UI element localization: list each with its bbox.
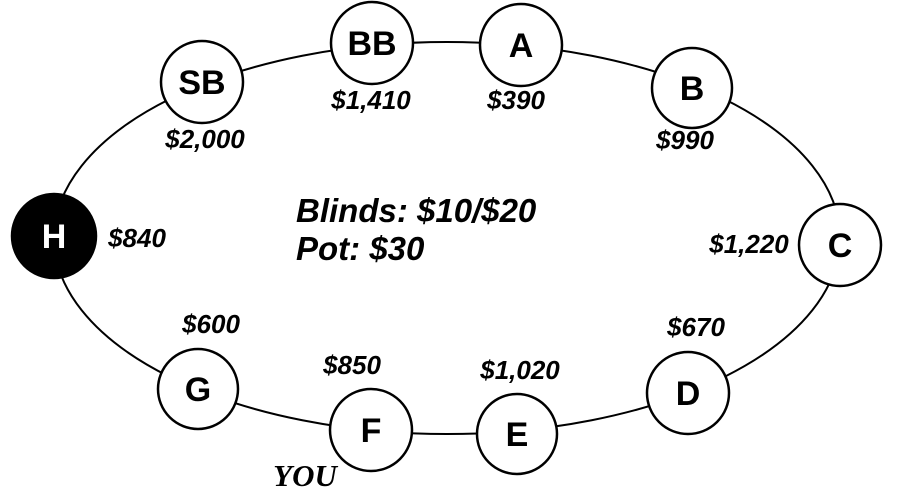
seat-A-label: A [509, 27, 534, 65]
seat-C-label: C [828, 227, 853, 265]
seat-G-label: G [185, 371, 211, 409]
seat-A: A $390 [478, 2, 564, 115]
seat-BB-label: BB [347, 25, 396, 63]
seat-H-circle [10, 192, 98, 280]
seat-C-stack: $1,220 [708, 229, 789, 259]
seat-F-stack: $850 [322, 350, 381, 380]
seat-E-stack: $1,020 [479, 355, 560, 385]
seat-G-circle [156, 347, 240, 431]
seat-D-stack: $670 [666, 312, 725, 342]
seat-SB-stack: $2,000 [164, 124, 245, 154]
seat-D-circle [645, 350, 731, 436]
seat-G: G $600 [156, 309, 240, 431]
seat-E-label: E [506, 416, 529, 454]
seat-B-stack: $990 [655, 125, 714, 155]
seat-E-circle [475, 392, 559, 476]
seat-B: B $990 [650, 46, 734, 155]
seat-BB: BB $1,410 [329, 0, 415, 115]
seat-H-label: H [42, 218, 67, 256]
seat-D: D $670 [645, 312, 731, 436]
seat-E: E $1,020 [475, 355, 560, 476]
seat-G-stack: $600 [181, 309, 240, 339]
seat-F-label: F [361, 412, 382, 450]
seat-A-circle [478, 2, 564, 88]
blinds-text: Blinds: $10/$20 [296, 192, 537, 229]
seat-C: C $1,220 [708, 202, 883, 288]
seat-H: H $840 [10, 192, 166, 280]
seat-B-circle [650, 46, 734, 130]
seat-A-stack: $390 [486, 85, 545, 115]
seat-SB-circle [159, 39, 245, 125]
seat-H-stack: $840 [107, 223, 166, 253]
seat-F-circle [328, 387, 414, 473]
seat-C-circle [797, 202, 883, 288]
seat-BB-stack: $1,410 [330, 85, 411, 115]
seat-F: F $850 [322, 350, 414, 473]
seat-BB-circle [329, 0, 415, 86]
seat-B-label: B [680, 70, 705, 108]
you-label: YOU [273, 458, 338, 493]
seat-SB: SB $2,000 [159, 39, 245, 154]
seat-D-label: D [676, 375, 701, 413]
pot-text: Pot: $30 [296, 230, 425, 267]
seat-SB-label: SB [178, 64, 225, 102]
